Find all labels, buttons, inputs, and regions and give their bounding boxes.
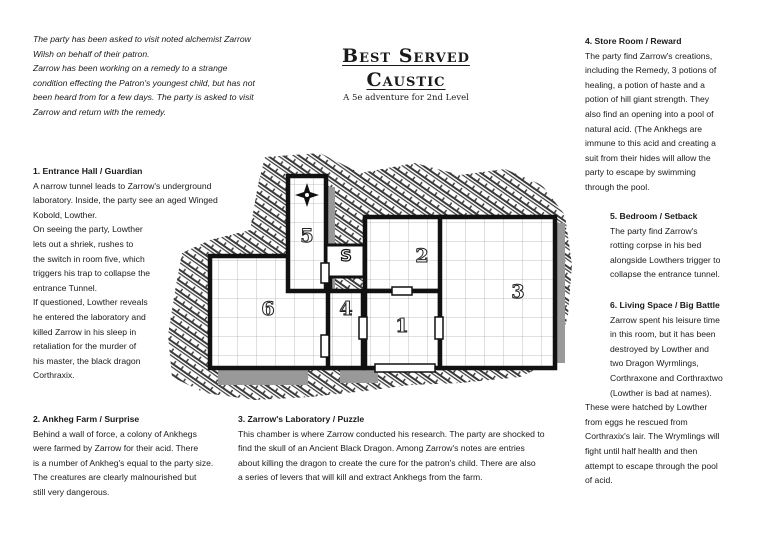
room-1-line: killed Zarrow in his sleep in (33, 326, 137, 337)
door (358, 316, 368, 340)
room-1-section: 1. Entrance Hall / Guardian A narrow tun… (33, 164, 248, 383)
room-6-heading: 6. Living Space / Big Battle (610, 300, 720, 310)
room-2-line: is a number of Ankheg's equal to the par… (33, 457, 214, 468)
door (391, 286, 413, 296)
room-1-line: retaliation for the murder of (33, 341, 137, 352)
room-6-line: fight until half health and then (585, 445, 698, 456)
room-4-section: 4. Store Room / Reward The party find Za… (585, 34, 765, 195)
room-4-line: potion of hill giant strength. They (585, 94, 710, 105)
room-6-line: Zarrow spent his leisure time (610, 314, 720, 325)
intro-paragraph-2: Zarrow has been working on a remedy to a… (33, 63, 255, 117)
room-4-line: healing, a potion of haste and a (585, 79, 705, 90)
room-2-line: The creatures are clearly malnourished b… (33, 472, 197, 483)
room-1-line: On seeing the party, Lowther (33, 224, 143, 235)
room-label-2: 2 (415, 245, 428, 267)
door (320, 334, 330, 358)
title-line-2: Caustic (366, 69, 446, 91)
door (320, 262, 330, 284)
room-3-section: 3. Zarrow's Laboratory / Puzzle This cha… (238, 412, 583, 485)
room-2-heading: 2. Ankheg Farm / Surprise (33, 414, 140, 424)
room-1-line: Corthraxix. (33, 370, 75, 381)
secret-label-s: S (340, 246, 352, 265)
room-3-heading: 3. Zarrow's Laboratory / Puzzle (238, 414, 365, 424)
page-title: Best Served Caustic A 5e adventure for 2… (305, 44, 507, 103)
room-2-line: were farmed by Zarrow for their acid. Th… (33, 443, 199, 454)
room-4-heading: 4. Store Room / Reward (585, 36, 682, 46)
title-subtitle: A 5e adventure for 2nd Level (343, 93, 469, 103)
room-3-line: find the skull of an Ancient Black Drago… (238, 443, 525, 454)
title-line-1: Best Served (342, 45, 470, 67)
room-6-line: Corthraxix's lair. The Wrymlings will (585, 431, 720, 442)
room-4-line: through the pool. (585, 181, 650, 192)
room-4-line: party to escape by swimming (585, 167, 696, 178)
room-label-3: 3 (511, 281, 524, 303)
room-label-5: 5 (300, 225, 313, 247)
room-6-line: of acid. (585, 475, 613, 486)
room-5-heading: 5. Bedroom / Setback (610, 211, 698, 221)
room-5-section: 5. Bedroom / Setback The party find Zarr… (610, 209, 765, 282)
room-5-line: rotting corpse in his bed (610, 240, 702, 251)
room-4-line: immune to this acid and creating a (585, 138, 716, 149)
room-1-line: lets out a shriek, rushes to (33, 238, 134, 249)
room-4-line: The party find Zarrow's creations, (585, 50, 713, 61)
room-4 (325, 288, 366, 371)
room-2-line: still very dangerous. (33, 486, 110, 497)
room-2-section: 2. Ankheg Farm / Surprise Behind a wall … (33, 412, 233, 500)
room-6-line: These were hatched by Lowther (585, 402, 708, 413)
room-4-line: natural acid. (The Ankhegs are (585, 123, 703, 134)
room-6-line: in this room, but it has been (610, 329, 716, 340)
intro-text: The party has been asked to visit noted … (33, 32, 255, 120)
room-4-line: suit from their hides will allow the (585, 152, 711, 163)
room-1-line: the switch in room five, which (33, 253, 145, 264)
room-6-section: 6. Living Space / Big Battle Zarrow spen… (585, 298, 765, 488)
room-3-line: about killing the dragon to create the c… (238, 457, 536, 468)
intro-paragraph-1: The party has been asked to visit noted … (33, 34, 251, 59)
room-1-heading: 1. Entrance Hall / Guardian (33, 166, 143, 176)
secret-passage (324, 243, 366, 279)
room-6-line: (Lowther is bad at names). (610, 387, 712, 398)
room-6-line: from eggs he rescued from (585, 416, 688, 427)
room-1-line: If questioned, Lowther reveals (33, 297, 148, 308)
doors (320, 262, 444, 373)
room-1-line: he entered the laboratory and (33, 311, 146, 322)
room-1-line: his master, the black dragon (33, 355, 141, 366)
door (374, 363, 436, 373)
room-6-line: two Dragon Wyrmlings, (610, 358, 699, 369)
room-3-line: a series of levers that will kill and ex… (238, 472, 483, 483)
door (434, 316, 444, 340)
compass-star-icon (295, 183, 319, 207)
room-3-line: This chamber is where Zarrow conducted h… (238, 428, 545, 439)
room-1-line: laboratory. Inside, the party see an age… (33, 195, 218, 206)
room-3 (437, 214, 558, 371)
room-4-line: including the Remedy, 3 potions of (585, 65, 717, 76)
room-4-line: also find an opening into a pool of (585, 108, 714, 119)
dungeon-map: 5 6 4 2 1 3 S (168, 153, 572, 400)
room-5-line: collapse the entrance tunnel. (610, 269, 720, 280)
room-2-line: Behind a wall of force, a colony of Ankh… (33, 428, 197, 439)
room-1-line: A narrow tunnel leads to Zarrow's underg… (33, 180, 212, 191)
room-5-line: The party find Zarrow's (610, 225, 698, 236)
room-label-1: 1 (395, 315, 408, 337)
room-6-line: destroyed by Lowther and (610, 343, 709, 354)
room-1-line: Kobold, Lowther. (33, 209, 98, 220)
room-6-line: attempt to escape through the pool (585, 460, 718, 471)
room-label-6: 6 (261, 298, 274, 320)
room-6-line: Corthraxone and Corthraxtwo (610, 372, 723, 383)
room-1-line: triggers his trap to collapse the (33, 268, 151, 279)
room-1-line: entrance Tunnel. (33, 282, 98, 293)
room-label-4: 4 (339, 298, 352, 320)
room-5-line: alongside Lowthers trigger to (610, 254, 721, 265)
